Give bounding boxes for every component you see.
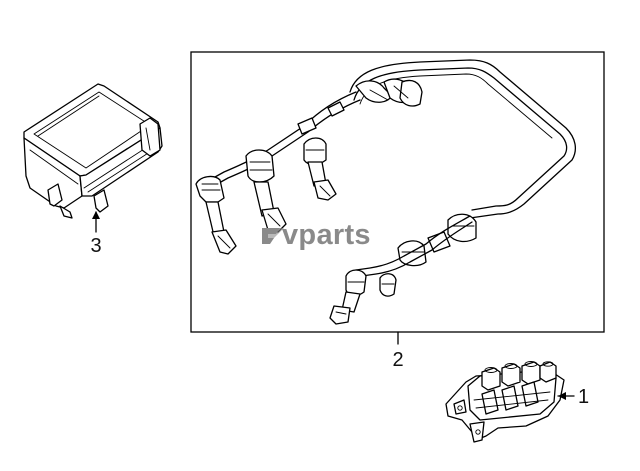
spark-plug-wire-set — [195, 59, 577, 325]
control-module-part — [23, 83, 163, 219]
callout-3-label: 3 — [90, 235, 101, 257]
callout-3-arrow — [92, 211, 100, 219]
callout-1-arrow — [558, 392, 566, 400]
callout-2-label: 2 — [392, 349, 403, 371]
ignition-coil-part — [445, 361, 565, 443]
vparts-watermark: vparts — [262, 219, 371, 251]
watermark-text: vparts — [282, 219, 371, 251]
vparts-logo-icon — [262, 228, 284, 244]
callout-1-label: 1 — [578, 386, 589, 408]
